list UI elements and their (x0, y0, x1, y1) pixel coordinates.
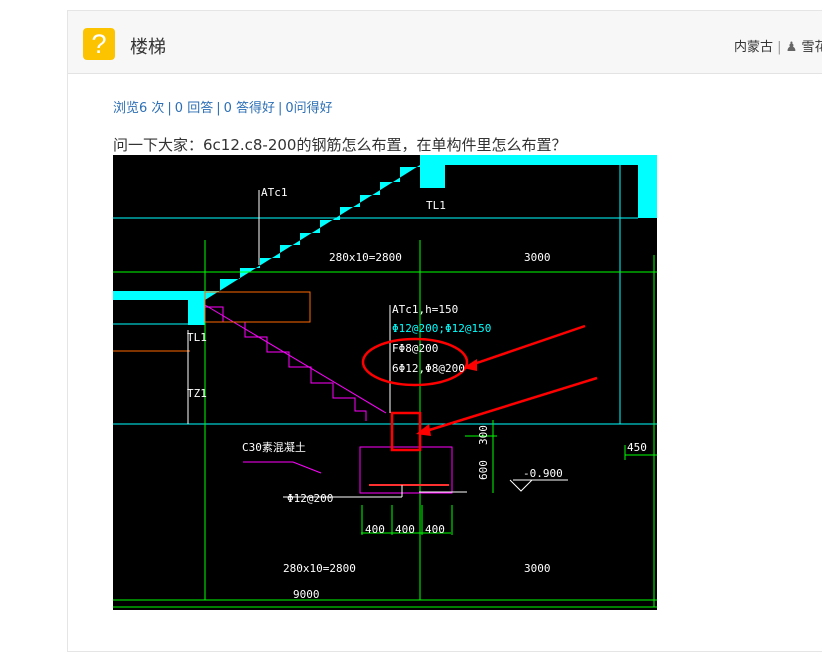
label-footing-rebar: Φ12@200 (287, 492, 333, 505)
label-atc1: ATc1 (261, 186, 288, 199)
label-dim-9000: 9000 (293, 588, 320, 601)
concrete-sections (113, 155, 657, 325)
question-text: 问一下大家：6c12.c8-200的钢筋怎么布置，在单构件里怎么布置？ (113, 136, 567, 154)
header-meta: 内蒙古 | ♟ 雪花 (734, 36, 822, 55)
label-dim-400a: 400 (365, 523, 385, 536)
dimension-lines (113, 240, 657, 608)
label-dim-3000-top: 3000 (524, 251, 551, 264)
question-icon: ? (83, 28, 115, 60)
question-stats: 浏览6 次|0 回答|0 答得好|0问得好 (113, 101, 333, 116)
label-dim-300: 300 (477, 425, 490, 445)
page-title: 楼梯 (130, 37, 166, 58)
label-rebar-circled: 6Φ12,Φ8@200 (392, 362, 465, 375)
cad-drawing-image[interactable]: ATc1 TL1 280x10=2800 3000 TL1 TZ1 ATc1,h… (113, 155, 657, 610)
highlight-ellipse (361, 337, 469, 387)
cyan-lines (113, 160, 657, 425)
label-dim-600: 600 (477, 460, 490, 480)
red-annotations (361, 324, 598, 452)
label-concrete: C30素混凝土 (242, 440, 306, 454)
good-answers-count: 0 答得好 (223, 101, 275, 116)
arrow-2 (422, 376, 598, 434)
label-tl1-top: TL1 (426, 199, 446, 212)
label-dim-3000-bot: 3000 (524, 562, 551, 575)
arrowhead-icon (416, 424, 431, 436)
label-dim-400c: 400 (425, 523, 445, 536)
label-dim-2800-top: 280x10=2800 (329, 251, 402, 264)
footing (359, 446, 453, 494)
label-tz1: TZ1 (187, 387, 207, 400)
good-questions-count: 0问得好 (285, 101, 333, 116)
arrowhead-icon (463, 359, 477, 371)
label-rebar-main: Φ12@200;Φ12@150 (392, 322, 491, 335)
label-dim-450: 450 (627, 441, 647, 454)
label-tl1-left: TL1 (187, 331, 207, 344)
label-rebar-f: FΦ8@200 (392, 342, 438, 355)
user-icon: ♟ (785, 40, 798, 55)
label-atc1-h: ATc1,h=150 (392, 303, 458, 316)
views-count: 浏览6 次 (113, 101, 165, 116)
user-link[interactable]: 雪花 (801, 40, 822, 55)
label-dim-400b: 400 (395, 523, 415, 536)
arrow-1 (470, 324, 586, 367)
orange-dimension (113, 291, 311, 352)
answers-count[interactable]: 0 回答 (174, 101, 214, 116)
question-header: ? 楼梯 内蒙古 | ♟ 雪花 (68, 11, 822, 74)
label-elevation: -0.900 (523, 467, 563, 480)
label-dim-2800-bot: 280x10=2800 (283, 562, 356, 575)
leader-lines (187, 190, 568, 498)
location-link[interactable]: 内蒙古 (734, 40, 774, 55)
